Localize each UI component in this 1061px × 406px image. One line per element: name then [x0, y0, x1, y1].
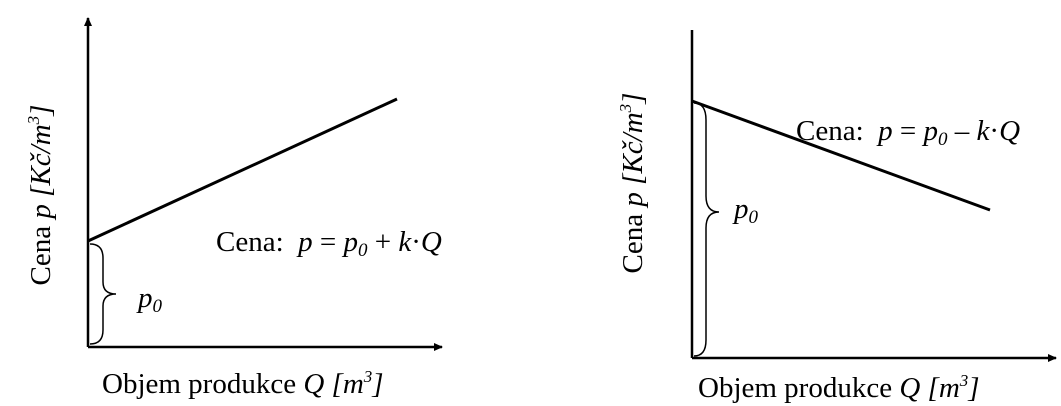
left-equation: Cena: p = p0 + k·Q — [216, 226, 442, 261]
left-y-axis-label: Cena p [Kč/m3] — [24, 105, 57, 286]
left-price-line — [87, 97, 398, 243]
right-y-axis-label: Cena p [Kč/m3] — [616, 93, 649, 274]
right-price-line — [691, 99, 991, 212]
right-p0-label: p0 — [732, 193, 759, 228]
left-x-axis-label: Objem produkce Q [m3] — [102, 367, 384, 400]
right-panel: Cena p [Kč/m3] Objem produkce Q [m3] Cen… — [616, 30, 1057, 404]
left-panel: Cena p [Kč/m3] Objem produkce Q [m3] Cen… — [24, 17, 443, 400]
right-x-axis-label: Objem produkce Q [m3] — [698, 371, 980, 404]
right-equation: Cena: p = p0 – k·Q — [796, 115, 1020, 150]
left-p0-label: p0 — [136, 282, 163, 317]
right-p0-brace — [693, 102, 720, 357]
left-p0-brace — [89, 243, 117, 345]
